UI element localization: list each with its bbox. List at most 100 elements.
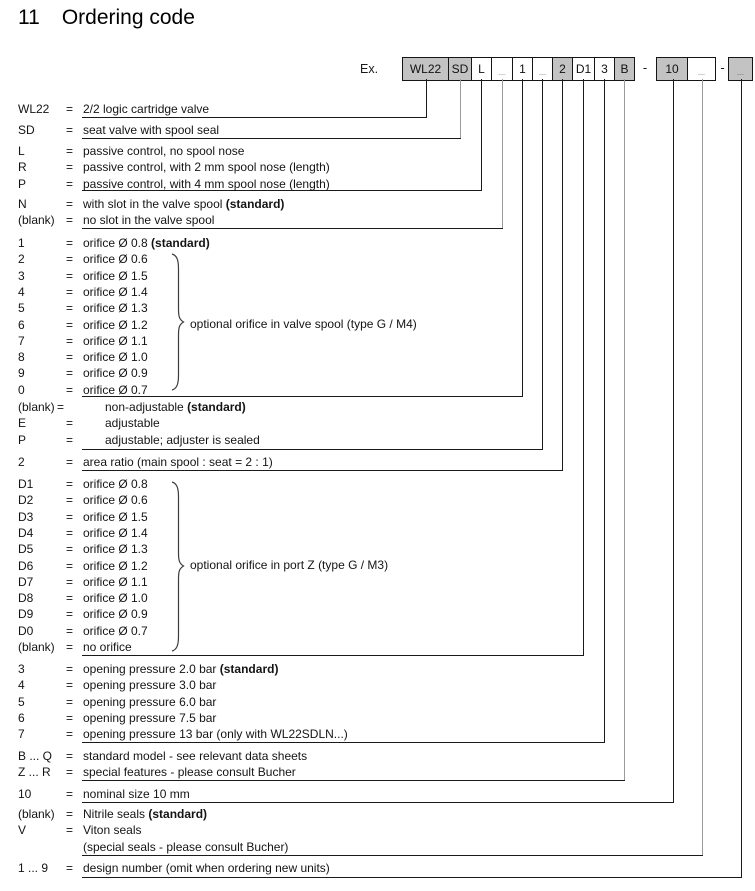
connector-line	[741, 79, 742, 877]
row-label: (blank)	[18, 400, 55, 414]
row-description: Nitrile seals (standard)	[83, 807, 208, 821]
connector-line	[702, 79, 703, 855]
row-description: orifice Ø 0.6	[83, 252, 148, 266]
row-label: 5	[18, 695, 25, 709]
example-code-strip: _	[728, 57, 753, 81]
code-box: B	[614, 58, 634, 80]
equals-sign: =	[66, 624, 74, 638]
equals-sign: =	[66, 350, 74, 364]
code-box: L	[471, 58, 491, 80]
group-underline	[82, 855, 703, 856]
group-underline	[82, 396, 523, 397]
row-label: Z ... R	[18, 765, 51, 779]
group-underline	[82, 449, 543, 450]
row-label: 8	[18, 350, 25, 364]
equals-sign: =	[66, 542, 74, 556]
code-box: _	[729, 58, 752, 80]
row-description: passive control, no spool nose	[83, 144, 245, 158]
equals-sign: =	[66, 433, 74, 447]
group-brace	[171, 481, 185, 652]
code-box: _	[532, 58, 552, 80]
row-description: Viton seals	[83, 823, 142, 837]
connector-line	[673, 79, 674, 802]
row-description: passive control, with 2 mm spool nose (l…	[83, 160, 330, 174]
row-description: orifice Ø 0.8	[83, 477, 148, 491]
row-description: special features - please consult Bucher	[83, 765, 296, 779]
connector-line	[562, 79, 563, 470]
equals-sign: =	[66, 727, 74, 741]
row-label: SD	[18, 123, 35, 137]
equals-sign: =	[66, 301, 74, 315]
row-label: D2	[18, 493, 34, 507]
equals-sign: =	[66, 177, 74, 191]
row-label: 10	[18, 787, 32, 801]
equals-sign: =	[66, 477, 74, 491]
code-box: 10	[657, 58, 687, 80]
row-description: orifice Ø 0.7	[83, 383, 148, 397]
row-description: orifice Ø 1.0	[83, 591, 148, 605]
connector-line	[624, 79, 625, 780]
group-underline	[82, 802, 674, 803]
row-description: orifice Ø 1.4	[83, 285, 148, 299]
equals-sign: =	[66, 334, 74, 348]
row-label: D0	[18, 624, 34, 638]
equals-sign: =	[66, 416, 74, 430]
standard-flag: (standard)	[151, 236, 210, 250]
row-description: (special seals - please consult Bucher)	[83, 840, 289, 854]
equals-sign: =	[66, 607, 74, 621]
connector-line	[522, 79, 523, 396]
equals-sign: =	[66, 823, 74, 837]
row-label: (blank)	[18, 807, 55, 821]
connector-line	[542, 79, 543, 449]
connector-line	[502, 79, 503, 228]
row-description: area ratio (main spool : seat = 2 : 1)	[83, 455, 273, 469]
row-description: orifice Ø 1.1	[83, 334, 148, 348]
standard-flag: (standard)	[219, 662, 279, 676]
connector-line	[481, 79, 482, 190]
row-description: opening pressure 2.0 bar (standard)	[83, 662, 279, 676]
equals-sign: =	[66, 861, 74, 875]
box-separator: -	[720, 60, 725, 75]
row-description: orifice Ø 0.7	[83, 624, 148, 638]
row-description: orifice Ø 1.5	[83, 269, 148, 283]
row-label: L	[18, 144, 25, 158]
row-description: opening pressure 7.5 bar	[83, 711, 217, 725]
row-description: no slot in the valve spool	[83, 213, 215, 227]
row-label: N	[18, 197, 27, 211]
code-box: 1	[512, 58, 532, 80]
code-box: D1	[572, 58, 594, 80]
row-label: 4	[18, 678, 25, 692]
code-box: WL22	[403, 58, 448, 80]
group-underline	[82, 228, 503, 229]
code-box: _	[687, 58, 715, 80]
row-description: orifice Ø 1.4	[83, 526, 148, 540]
standard-flag: (standard)	[187, 400, 246, 414]
example-label: Ex.	[360, 62, 379, 76]
row-description: nominal size 10 mm	[83, 787, 190, 801]
equals-sign: =	[66, 526, 74, 540]
row-label: 1 ... 9	[18, 861, 49, 875]
row-label: D4	[18, 526, 34, 540]
equals-sign: =	[66, 559, 74, 573]
row-label: D3	[18, 510, 34, 524]
box-separator: -	[642, 60, 648, 75]
row-description: 2/2 logic cartridge valve	[83, 102, 210, 116]
row-label: E	[18, 416, 27, 430]
code-box: _	[491, 58, 512, 80]
equals-sign: =	[66, 455, 74, 469]
row-label: (blank)	[18, 640, 55, 654]
equals-sign: =	[66, 591, 74, 605]
code-box: 3	[594, 58, 614, 80]
equals-sign: =	[66, 269, 74, 283]
group-underline	[82, 470, 563, 471]
row-description: opening pressure 6.0 bar	[83, 695, 217, 709]
equals-sign: =	[66, 236, 74, 250]
connector-line	[583, 79, 584, 655]
standard-flag: (standard)	[148, 807, 208, 821]
section-number: 11	[18, 6, 40, 29]
row-description: orifice Ø 0.8 (standard)	[83, 236, 210, 250]
connector-line	[426, 79, 427, 117]
equals-sign: =	[66, 510, 74, 524]
row-description: orifice Ø 1.1	[83, 575, 148, 589]
